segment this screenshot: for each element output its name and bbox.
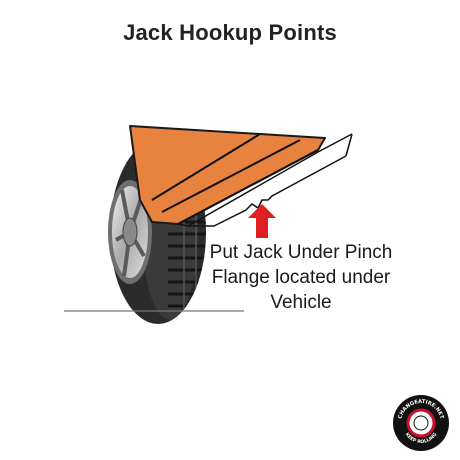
changeatire-logo-badge: CHANGEATIRE.NET KEEP ROLLING — [393, 395, 449, 451]
jack-point-arrow — [248, 204, 276, 238]
wheel-rim — [108, 180, 152, 284]
diagram-title: Jack Hookup Points — [123, 20, 337, 45]
instruction-line-1: Put Jack Under Pinch — [209, 242, 393, 263]
instruction-line-2: Flange located under — [211, 267, 391, 288]
instruction-line-3: Vehicle — [270, 292, 332, 313]
body-panel — [129, 125, 326, 225]
instruction-text: Put Jack Under Pinch Flange located unde… — [196, 240, 406, 315]
